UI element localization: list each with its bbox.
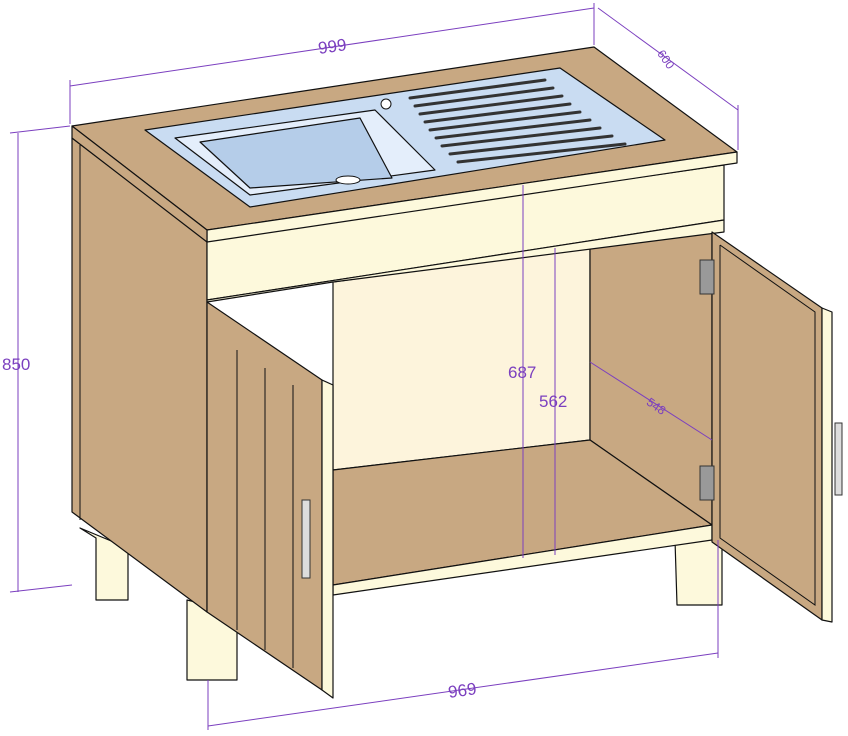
drainboard-grooves xyxy=(408,78,627,164)
dim-inner-clear-height: 562 xyxy=(539,392,567,411)
dimensions: 999 600 850 687 562 548 969 xyxy=(2,3,739,730)
door-handle-left[interactable] xyxy=(301,499,311,579)
hinge-bottom xyxy=(699,465,715,501)
sink xyxy=(144,67,666,208)
right-door-open[interactable] xyxy=(699,231,843,623)
left-door-open[interactable] xyxy=(206,301,334,699)
dim-carcass-width: 969 xyxy=(447,679,478,702)
dim-inner-height-rail: 687 xyxy=(508,363,536,382)
hinge-top xyxy=(699,259,715,295)
dim-overall-width: 999 xyxy=(317,35,348,58)
interior-back-panel xyxy=(332,246,591,471)
dim-overall-height: 850 xyxy=(2,355,30,374)
dim-depth: 600 xyxy=(654,47,677,72)
legs xyxy=(79,527,723,681)
door-handle-right[interactable] xyxy=(834,422,843,496)
